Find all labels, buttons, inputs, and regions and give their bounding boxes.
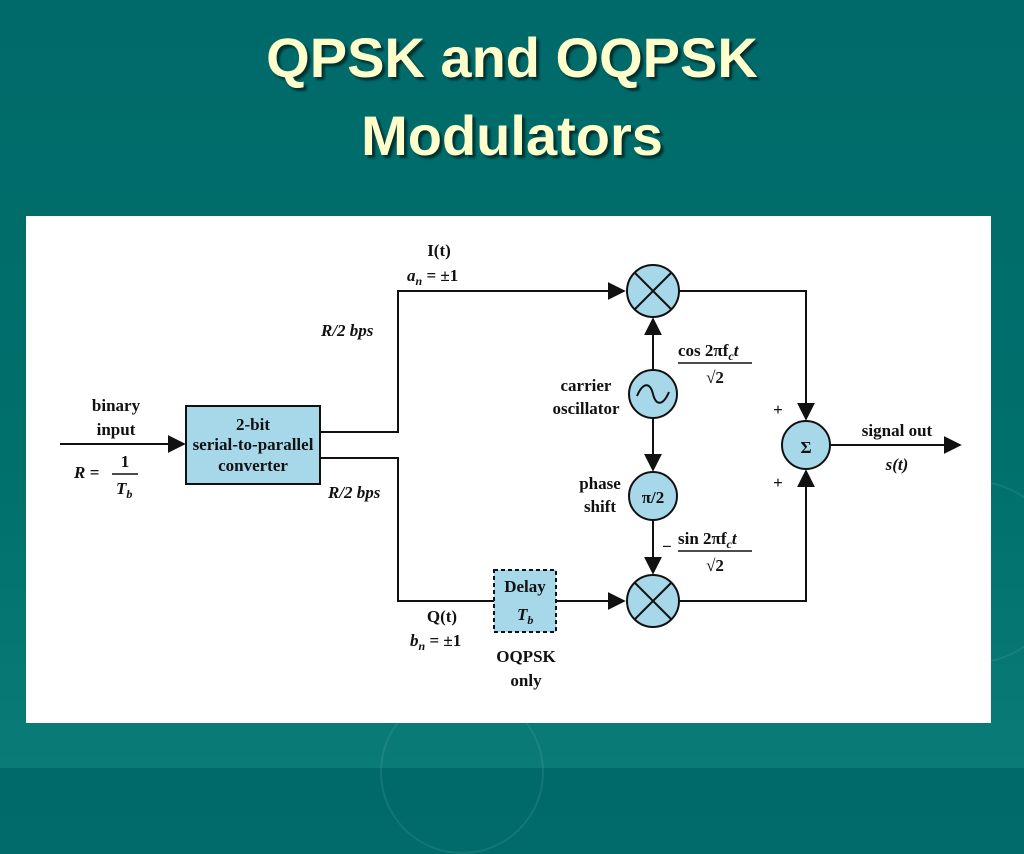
- converter-line1: 2-bit: [236, 415, 270, 434]
- upper-rate-label: R/2 bps: [320, 321, 374, 340]
- phase-shift-label-line1: phase: [579, 474, 621, 493]
- delay-line1: Delay: [504, 577, 546, 596]
- lower-to-summer-wire: [679, 469, 815, 602]
- output-label-line1: signal out: [862, 421, 933, 440]
- converter-line2: serial-to-parallel: [193, 435, 314, 454]
- oscillator-label-line1: carrier: [561, 376, 612, 395]
- summer-plus-bottom: +: [773, 473, 783, 492]
- converter-line3: converter: [218, 456, 288, 475]
- oqpsk-note-line2: only: [510, 671, 542, 690]
- oqpsk-note-line1: OQPSK: [496, 647, 556, 666]
- phase-shift-label-line2: shift: [584, 497, 616, 516]
- delay-block: [493, 569, 557, 633]
- rate-lhs: R =: [73, 463, 99, 482]
- input-label-line1: binary: [92, 396, 141, 415]
- slide-title-line1: QPSK and OQPSK: [266, 26, 758, 89]
- slide-title-line2: Modulators: [361, 104, 663, 167]
- i-branch-wire: [320, 282, 626, 433]
- q-symbol-label: bn = ±1: [410, 631, 461, 653]
- summer-sigma-icon: Σ: [800, 438, 811, 457]
- lower-rate-label: R/2 bps: [327, 483, 381, 502]
- i-symbol-label: an = ±1: [407, 266, 458, 288]
- diagram-panel: binary input R = 1 Tb 2-bit serial-to-pa…: [26, 216, 991, 723]
- input-label-line2: input: [97, 420, 136, 439]
- sin-term-denominator: √2: [706, 556, 724, 575]
- sin-term-numerator: sin 2πfct: [678, 529, 738, 551]
- rate-numerator: 1: [121, 452, 130, 471]
- upper-to-summer-wire: [679, 290, 815, 421]
- output-label-line2: s(t): [885, 455, 909, 474]
- phase-shift-symbol: π/2: [642, 488, 665, 507]
- summer-plus-top: +: [773, 400, 783, 419]
- rate-denominator: Tb: [116, 479, 132, 501]
- cos-term-numerator: cos 2πfct: [678, 341, 740, 363]
- modulator-diagram: binary input R = 1 Tb 2-bit serial-to-pa…: [60, 241, 962, 690]
- serial-to-parallel-block: [185, 405, 321, 485]
- i-signal-label: I(t): [427, 241, 451, 260]
- q-branch-wire: [320, 457, 494, 602]
- delay-line2: Tb: [517, 605, 533, 627]
- oscillator-label-line2: oscillator: [552, 399, 619, 418]
- q-signal-label: Q(t): [427, 607, 457, 626]
- cos-term-denominator: √2: [706, 368, 724, 387]
- sin-term-sign: −: [662, 537, 672, 556]
- sine-wave-icon: [636, 384, 670, 404]
